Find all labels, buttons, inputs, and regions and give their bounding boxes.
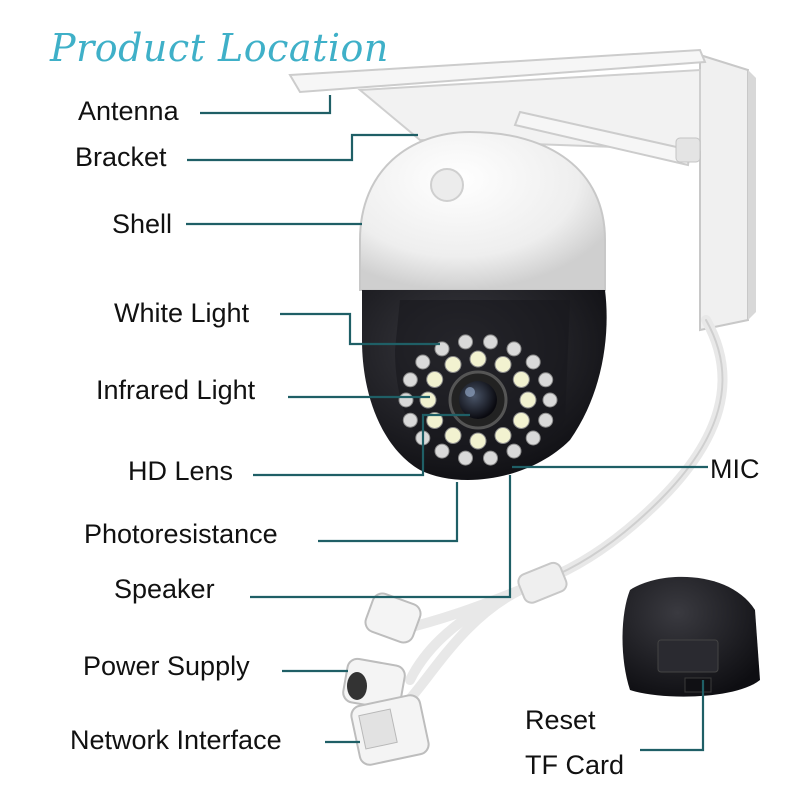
led-dot <box>402 412 418 428</box>
antenna-leader-line <box>200 95 332 115</box>
label-tf-card: TF Card <box>525 750 625 780</box>
led-dot <box>426 371 444 388</box>
label-network-interface: Network Interface <box>70 725 282 755</box>
led-dot <box>469 432 487 450</box>
bracket-leader-line <box>187 133 418 162</box>
led-dot <box>458 450 473 466</box>
wall-mount <box>357 53 756 332</box>
led-dot <box>415 354 431 370</box>
white-light-leader-line <box>280 312 440 346</box>
label-white-light: White Light <box>114 298 250 328</box>
led-dot <box>426 412 444 429</box>
led-dot <box>525 354 541 370</box>
hd-lens-leader-line <box>253 413 470 477</box>
led-dot <box>444 427 462 444</box>
led-dot <box>538 412 554 428</box>
label-reset: Reset <box>525 705 596 735</box>
led-dot <box>434 443 450 459</box>
speaker-leader-line <box>250 475 512 599</box>
power-connector-shape <box>342 592 422 711</box>
led-dot <box>512 371 530 388</box>
label-mic: MIC <box>710 454 760 484</box>
tf-card-leader-line <box>640 680 705 752</box>
diagram-title: Product Location <box>50 26 389 70</box>
led-dot <box>444 356 462 373</box>
rear-view-shape <box>622 576 760 697</box>
shell-button-icon <box>430 168 464 202</box>
led-dot <box>519 391 537 409</box>
led-dot <box>458 334 473 350</box>
led-dot <box>419 391 437 409</box>
led-dot <box>542 392 558 408</box>
label-infrared-light: Infrared Light <box>96 375 256 405</box>
led-dot <box>398 392 414 408</box>
led-dot <box>506 341 522 357</box>
led-dot <box>494 356 512 373</box>
label-power-supply: Power Supply <box>83 651 250 681</box>
label-hd-lens: HD Lens <box>128 456 234 486</box>
led-dot <box>483 334 498 350</box>
led-dot <box>434 341 450 357</box>
led-dot <box>506 443 522 459</box>
shell-shape <box>359 130 606 291</box>
label-antenna: Antenna <box>78 96 179 126</box>
led-dot <box>402 372 418 388</box>
label-shell: Shell <box>112 209 173 239</box>
led-array <box>398 334 558 466</box>
led-dot <box>483 450 498 466</box>
network-connector-shape <box>350 694 430 766</box>
label-bracket: Bracket <box>75 142 167 172</box>
led-dot <box>525 430 541 446</box>
led-dot <box>494 427 512 444</box>
led-dot <box>512 412 530 429</box>
label-speaker: Speaker <box>114 574 215 604</box>
antenna-shape <box>288 48 707 167</box>
label-photoresistance: Photoresistance <box>84 519 278 549</box>
photoresistance-leader-line <box>318 482 459 543</box>
leader-lines <box>186 95 708 752</box>
led-dot <box>469 350 487 368</box>
led-dot <box>538 372 554 388</box>
